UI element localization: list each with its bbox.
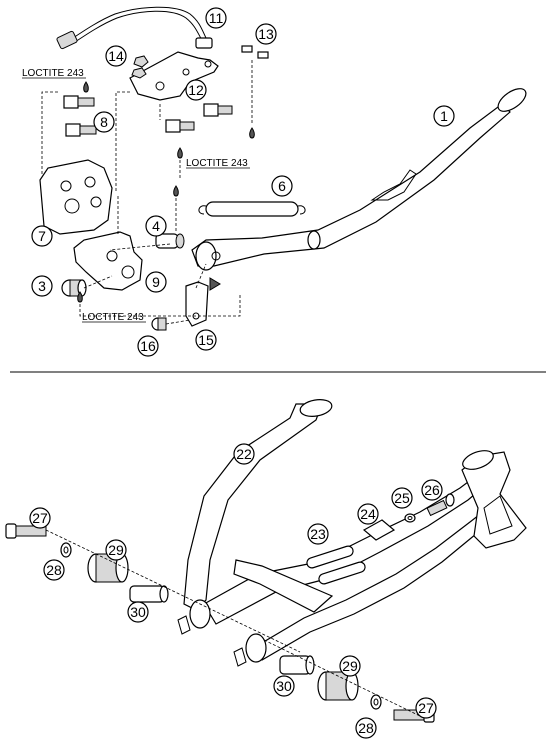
bushing-3 — [61, 279, 87, 297]
callout-24: 24 — [357, 503, 379, 525]
callout-8: 8 — [93, 111, 115, 133]
spacer-30-left — [129, 585, 169, 603]
bushing-29-right — [317, 671, 359, 701]
svg-text:28: 28 — [46, 562, 62, 578]
loctite-label-1: LOCTITE 243 — [22, 68, 84, 79]
bolt-mid — [165, 119, 195, 133]
spacer-30-right — [279, 655, 315, 675]
svg-text:23: 23 — [310, 526, 326, 542]
switch-lever-15 — [185, 281, 209, 327]
pin-4 — [155, 233, 185, 249]
nut-14 — [131, 55, 149, 79]
plate-24 — [362, 519, 396, 541]
svg-text:13: 13 — [258, 26, 274, 42]
svg-text:27: 27 — [418, 700, 434, 716]
screw-16 — [151, 317, 167, 331]
callout-29-left: 29 — [105, 539, 127, 561]
svg-text:7: 7 — [38, 228, 46, 244]
washer-25 — [404, 513, 416, 523]
svg-text:9: 9 — [152, 274, 160, 290]
callout-22: 22 — [233, 443, 255, 465]
svg-text:28: 28 — [358, 720, 374, 736]
sensor-bracket — [129, 51, 219, 101]
loctite-labels: LOCTITE 243 LOCTITE 243 LOCTITE 243 — [22, 68, 250, 323]
svg-text:27: 27 — [32, 510, 48, 526]
svg-text:22: 22 — [236, 446, 252, 462]
callout-25: 25 — [391, 487, 413, 509]
callout-26: 26 — [421, 479, 443, 501]
svg-text:1: 1 — [440, 108, 448, 124]
callout-29-right: 29 — [339, 655, 361, 677]
callout-30-left: 30 — [127, 601, 149, 623]
svg-text:14: 14 — [108, 48, 124, 64]
bolt-upper-right — [203, 103, 233, 117]
svg-text:12: 12 — [188, 82, 204, 98]
svg-text:16: 16 — [140, 338, 156, 354]
cable-connector — [56, 30, 78, 50]
side-stand-assembly — [39, 6, 527, 331]
svg-text:11: 11 — [209, 10, 224, 26]
loctite-label-3: LOCTITE 243 — [82, 312, 144, 323]
side-stand-leg — [191, 88, 527, 271]
bushing-29-left — [87, 553, 129, 583]
top-callouts: 1 3 4 6 7 8 9 11 12 13 14 15 16 — [31, 7, 455, 357]
callout-13: 13 — [255, 23, 277, 45]
loctite-label-2: LOCTITE 243 — [186, 158, 248, 169]
svg-text:8: 8 — [100, 114, 108, 130]
bolt-8-upper — [63, 95, 95, 109]
svg-text:30: 30 — [130, 604, 146, 620]
svg-text:24: 24 — [360, 506, 376, 522]
callout-3: 3 — [31, 275, 53, 297]
callout-27-left: 27 — [29, 507, 51, 529]
center-stand-assembly — [5, 399, 527, 723]
svg-text:26: 26 — [424, 482, 440, 498]
callout-30-right: 30 — [273, 675, 295, 697]
callout-23: 23 — [307, 523, 329, 545]
bolt-8-lower — [65, 123, 97, 137]
bolt-27-left — [5, 523, 47, 539]
callout-4: 4 — [145, 215, 167, 237]
callout-28-right: 28 — [355, 717, 377, 739]
svg-text:29: 29 — [342, 658, 358, 674]
loctite-drops — [77, 81, 255, 303]
callout-9: 9 — [145, 271, 167, 293]
mounting-bracket-7 — [39, 159, 113, 235]
screw-13 — [241, 45, 269, 59]
washer-28-left — [60, 542, 72, 558]
sensor-cable — [69, 6, 208, 41]
svg-text:4: 4 — [152, 218, 160, 234]
springs-23 — [306, 545, 366, 585]
callout-7: 7 — [31, 225, 53, 247]
svg-text:29: 29 — [108, 542, 124, 558]
callout-6: 6 — [271, 175, 293, 197]
callout-14: 14 — [105, 45, 127, 67]
svg-text:6: 6 — [278, 178, 286, 194]
bolt-26 — [426, 493, 455, 517]
callout-28-left: 28 — [43, 559, 65, 581]
callout-11: 11 — [205, 7, 227, 29]
spring-6 — [198, 201, 306, 217]
bottom-callouts: 22 23 24 25 26 27 28 29 30 27 28 29 30 — [29, 443, 443, 739]
assembly-leader-lines — [41, 60, 253, 325]
svg-text:3: 3 — [38, 278, 46, 294]
side-stand-bracket-9 — [73, 231, 143, 291]
callout-1: 1 — [433, 105, 455, 127]
svg-text:15: 15 — [198, 332, 214, 348]
callout-15: 15 — [195, 329, 217, 351]
callout-27-right: 27 — [415, 697, 437, 719]
washer-28-right — [370, 694, 382, 710]
callout-12: 12 — [185, 79, 207, 101]
svg-text:30: 30 — [276, 678, 292, 694]
svg-text:25: 25 — [394, 490, 410, 506]
callout-16: 16 — [137, 335, 159, 357]
